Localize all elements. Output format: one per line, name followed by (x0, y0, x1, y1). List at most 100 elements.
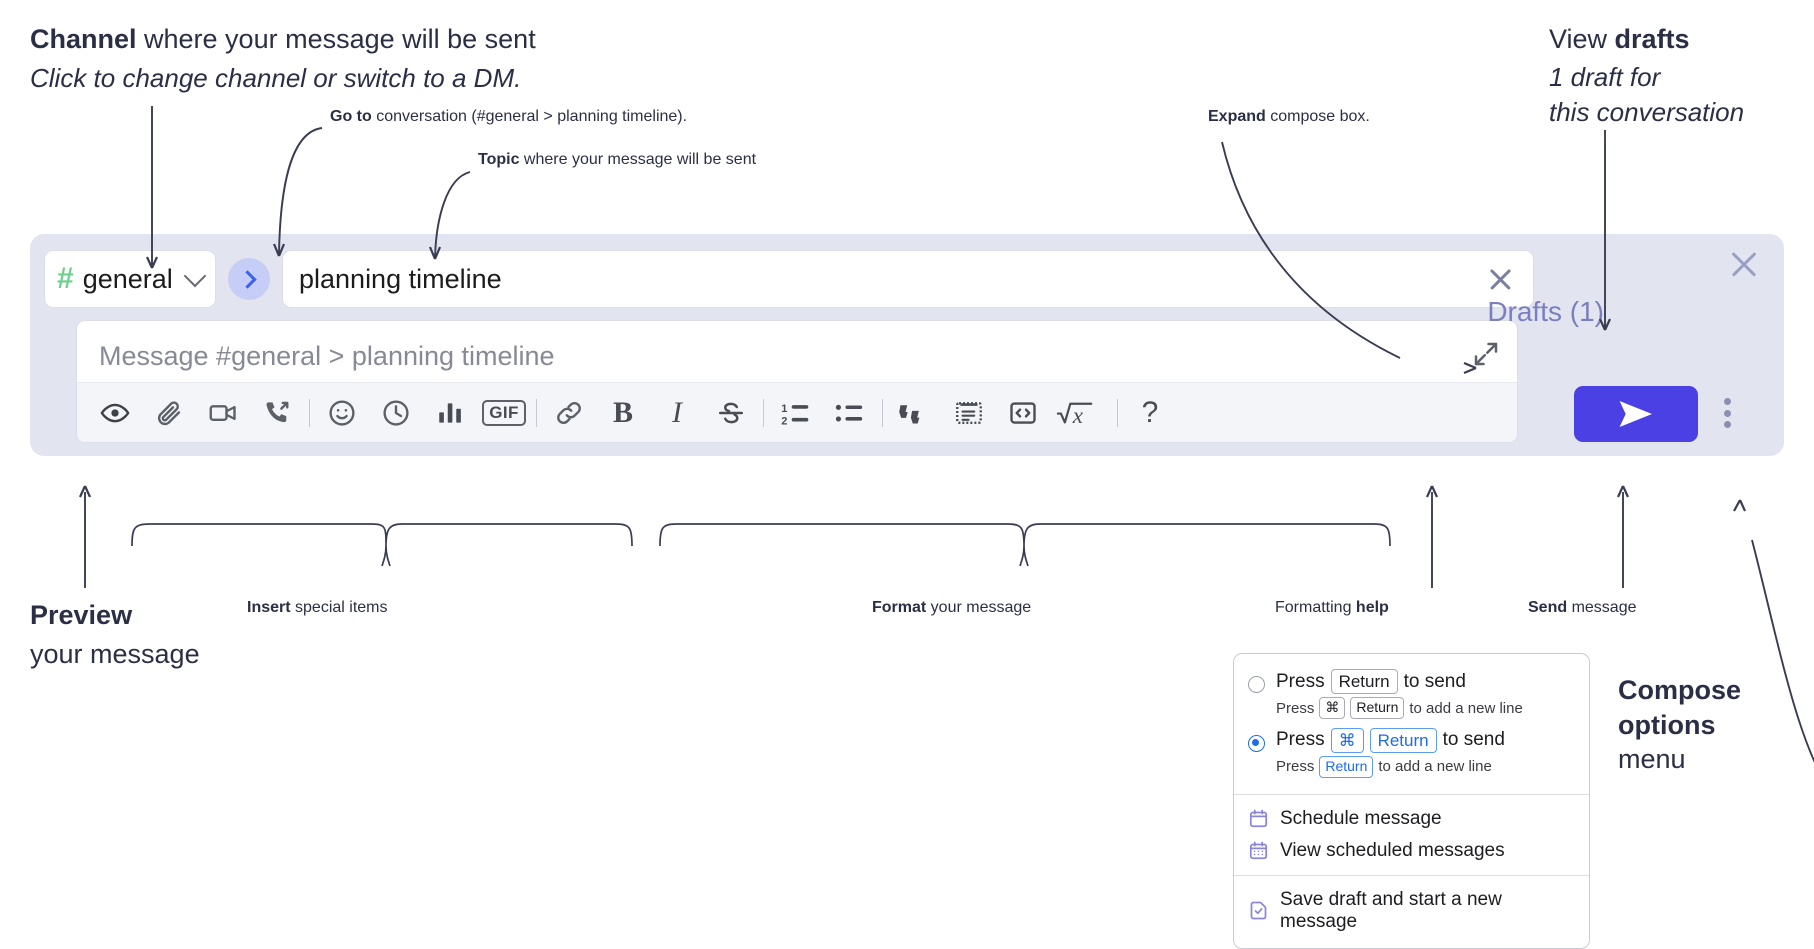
send-button[interactable] (1574, 386, 1698, 442)
toolbar-divider (1117, 398, 1118, 427)
clock-icon[interactable] (374, 391, 418, 435)
annotation-channel-bold: Channel (30, 24, 137, 54)
option-1-post: to send (1403, 670, 1466, 692)
goto-conversation-button[interactable] (228, 258, 270, 300)
channel-name-label: general (82, 263, 173, 294)
toolbar-divider (536, 398, 537, 427)
annotation-send: Send message (1528, 598, 1637, 618)
italic-icon[interactable]: I (655, 391, 699, 435)
poll-bar-chart-icon[interactable] (428, 391, 472, 435)
annotation-channel: Channel where your message will be sent … (30, 22, 536, 95)
video-camera-icon[interactable] (201, 391, 245, 435)
gif-label: GIF (482, 399, 526, 426)
annotation-compose-rest: menu (1618, 744, 1686, 775)
expand-diagonal-arrows-icon[interactable] (1471, 339, 1501, 369)
annotation-drafts-sub2: this conversation (1549, 96, 1745, 127)
annotation-format-rest: your message (926, 599, 1032, 616)
ordered-list-icon[interactable]: 1 2 (774, 391, 818, 435)
radio-button-selected[interactable] (1248, 734, 1265, 752)
option-2-sub-pre: Press (1276, 758, 1315, 776)
italic-label: I (672, 395, 682, 429)
math-formula-icon[interactable]: x (1055, 391, 1107, 435)
annotation-compose-bold1: Compose (1618, 675, 1742, 705)
vertical-dots-icon (1723, 409, 1731, 417)
compose-options-menu-button[interactable] (1714, 398, 1740, 428)
close-x-icon[interactable] (1726, 246, 1762, 282)
svg-text:1: 1 (781, 402, 787, 414)
annotation-preview-rest: your message (30, 638, 200, 669)
gif-icon[interactable]: GIF (482, 391, 526, 435)
menu-item-schedule-message[interactable]: Schedule message (1234, 803, 1589, 835)
annotation-insert: Insert special items (247, 598, 388, 618)
annotation-expand: Expand compose box. (1208, 107, 1370, 127)
compose-header-row: # general planning timeline (44, 248, 1534, 310)
hash-icon: # (57, 262, 74, 295)
menu-option-return-to-send[interactable]: Press Return to send Press ⌘ Return to a… (1234, 666, 1589, 727)
radio-button[interactable] (1248, 676, 1265, 693)
annotation-channel-rest: where your message will be sent (136, 24, 536, 54)
link-icon[interactable] (547, 391, 591, 435)
channel-selector[interactable]: # general (44, 250, 216, 308)
topic-input-value: planning timeline (299, 263, 502, 294)
key-return: Return (1369, 727, 1437, 753)
bold-label: B (612, 395, 633, 429)
annotation-preview: Preview your message (30, 598, 200, 671)
annotation-goto: Go to conversation (#general > planning … (330, 107, 687, 127)
preview-eye-icon[interactable] (93, 391, 137, 435)
bold-icon[interactable]: B (601, 391, 645, 435)
option-1-sub-post: to add a new line (1409, 699, 1523, 717)
annotation-preview-bold: Preview (30, 600, 133, 630)
message-input[interactable]: Message #general > planning timeline (99, 341, 555, 371)
key-return: Return (1319, 756, 1374, 778)
formatting-help-icon[interactable]: ? (1128, 391, 1172, 435)
key-command: ⌘ (1319, 697, 1346, 719)
menu-item-label: View scheduled messages (1280, 839, 1505, 861)
svg-text:2: 2 (781, 415, 787, 427)
annotation-drafts-sub1: 1 draft for (1549, 61, 1661, 92)
phone-forward-icon[interactable] (255, 391, 299, 435)
chevron-down-icon (183, 264, 207, 288)
annotation-format-bold: Format (872, 599, 927, 616)
annotation-drafts-bold: drafts (1614, 24, 1690, 54)
option-2-pre: Press (1276, 729, 1325, 751)
vertical-dots-icon (1723, 421, 1731, 428)
compose-options-menu: Press Return to send Press ⌘ Return to a… (1233, 653, 1590, 949)
annotation-send-rest: message (1567, 599, 1637, 616)
annotation-help-bold: help (1355, 599, 1389, 616)
option-1-pre: Press (1276, 670, 1325, 692)
annotation-drafts-pre: View (1549, 24, 1615, 54)
compose-panel: # general planning timeline Message #gen… (30, 234, 1784, 456)
code-inline-icon[interactable] (1001, 391, 1045, 435)
annotation-send-bold: Send (1528, 599, 1568, 616)
menu-item-view-scheduled-messages[interactable]: View scheduled messages (1234, 835, 1589, 867)
menu-item-label: Schedule message (1280, 807, 1442, 829)
code-block-icon[interactable] (947, 391, 991, 435)
chevron-right-icon (237, 269, 257, 289)
annotation-insert-rest: special items (290, 599, 388, 616)
document-check-icon (1250, 901, 1267, 920)
option-1-sub-pre: Press (1276, 699, 1315, 717)
menu-divider (1234, 874, 1589, 876)
emoji-smiley-icon[interactable] (320, 391, 364, 435)
annotation-drafts: View drafts 1 draft for this conversatio… (1549, 22, 1744, 129)
strikethrough-icon[interactable] (709, 391, 753, 435)
menu-divider (1234, 793, 1589, 795)
attachment-paperclip-icon[interactable] (147, 391, 191, 435)
annotation-expand-bold: Expand (1208, 108, 1266, 125)
annotation-help-pre: Formatting (1275, 599, 1356, 616)
bulleted-list-icon[interactable] (828, 391, 872, 435)
annotation-goto-bold: Go to (330, 108, 372, 125)
annotation-channel-sub: Click to change channel or switch to a D… (30, 62, 522, 93)
menu-option-cmd-return-to-send[interactable]: Press ⌘ Return to send Press Return to a… (1234, 725, 1589, 786)
clear-x-icon[interactable] (1485, 264, 1515, 294)
calendar-schedule-icon (1249, 809, 1268, 828)
menu-item-save-draft[interactable]: Save draft and start a new message (1234, 884, 1589, 938)
topic-input[interactable]: planning timeline (282, 250, 1534, 308)
drafts-link[interactable]: Drafts (1) (1487, 296, 1604, 327)
blockquote-icon[interactable] (893, 391, 937, 435)
formatting-toolbar: GIF B I (77, 382, 1517, 442)
key-command: ⌘ (1330, 727, 1364, 753)
toolbar-divider (882, 398, 883, 427)
option-2-sub-post: to add a new line (1378, 758, 1492, 776)
option-2-post: to send (1442, 729, 1505, 751)
